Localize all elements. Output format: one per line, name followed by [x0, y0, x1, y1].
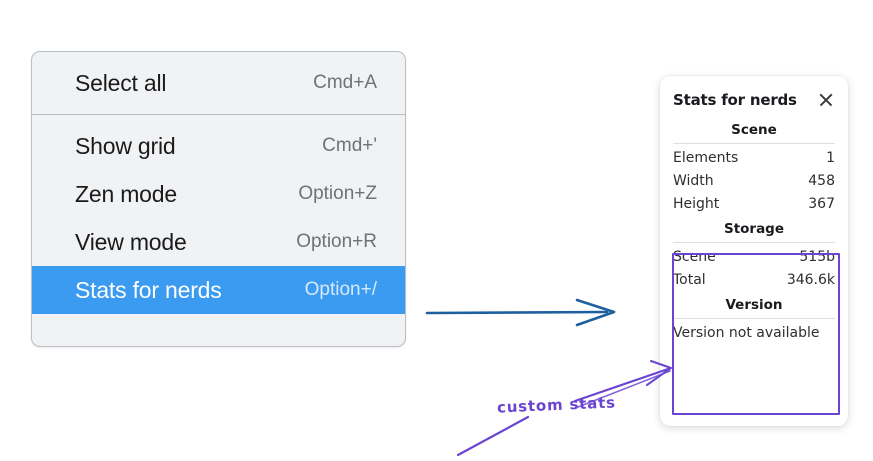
stat-row-height: Height 367	[673, 192, 835, 215]
menu-item-label: Select all	[75, 69, 167, 96]
menu-item-stats-for-nerds[interactable]: Stats for nerds Option+/	[32, 266, 405, 314]
section-divider	[673, 143, 835, 144]
menu-item-shortcut: Option+Z	[298, 183, 377, 204]
stat-value: 458	[808, 172, 835, 189]
menu-group-bottom: Show grid Cmd+' Zen mode Option+Z View m…	[32, 115, 405, 334]
menu-group-top: Select all Cmd+A	[32, 52, 405, 114]
stats-for-nerds-panel[interactable]: Stats for nerds Scene Elements 1 Width 4…	[660, 76, 848, 426]
stat-label: Height	[673, 195, 720, 212]
menu-item-shortcut: Option+/	[304, 279, 377, 300]
menu-bottom-padding	[32, 314, 405, 334]
menu-item-shortcut: Cmd+'	[322, 135, 377, 156]
version-note: Version not available	[673, 325, 820, 341]
stat-row-scene-storage: Scene 515b	[673, 245, 835, 268]
stat-row-total-storage: Total 346.6k	[673, 268, 835, 291]
stat-label: Width	[673, 172, 714, 189]
menu-item-label: Zen mode	[75, 180, 177, 207]
section-divider	[673, 318, 835, 319]
menu-item-label: Stats for nerds	[75, 276, 222, 303]
stat-value: 367	[808, 195, 835, 212]
stat-label: Elements	[673, 149, 739, 166]
menu-item-show-grid[interactable]: Show grid Cmd+'	[32, 122, 405, 170]
section-heading-storage: Storage	[723, 221, 785, 237]
menu-item-select-all[interactable]: Select all Cmd+A	[32, 59, 405, 107]
stat-row-elements: Elements 1	[673, 146, 835, 169]
menu-item-label: View mode	[75, 228, 187, 255]
stat-label: Total	[673, 271, 706, 288]
menu-item-view-mode[interactable]: View mode Option+R	[32, 218, 405, 266]
close-icon[interactable]	[817, 91, 835, 109]
stats-panel-title: Stats for nerds	[673, 91, 797, 109]
section-heading-scene: Scene	[731, 122, 777, 138]
stat-row-width: Width 458	[673, 169, 835, 192]
section-heading-version: Version	[725, 297, 783, 313]
stats-panel-header: Stats for nerds	[673, 76, 835, 116]
stat-value: 346.6k	[786, 271, 835, 288]
section-divider	[673, 242, 835, 243]
menu-item-label: Show grid	[75, 132, 176, 159]
custom-stats-annotation-arrow	[456, 360, 672, 457]
menu-item-shortcut: Option+R	[296, 231, 377, 252]
menu-item-zen-mode[interactable]: Zen mode Option+Z	[32, 170, 405, 218]
stat-value: 515b	[799, 248, 835, 265]
flow-arrow-icon	[425, 298, 616, 327]
stat-value: 1	[826, 149, 835, 166]
canvas-context-menu[interactable]: Select all Cmd+A Show grid Cmd+' Zen mod…	[31, 51, 406, 347]
stat-label: Scene	[673, 248, 716, 265]
menu-separator	[32, 114, 405, 115]
menu-item-shortcut: Cmd+A	[313, 72, 377, 93]
